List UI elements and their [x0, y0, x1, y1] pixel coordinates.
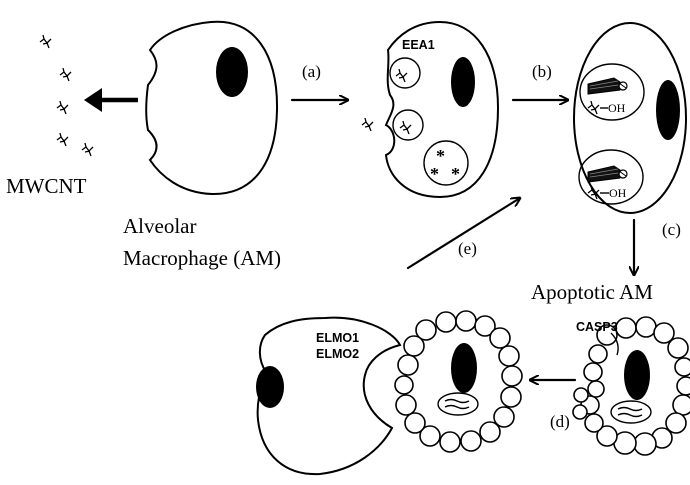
release-arrow	[84, 88, 138, 112]
nucleus	[216, 47, 248, 97]
step-c-label: (c)	[662, 220, 681, 239]
endocytosing-macrophage-cell: EEA1 * * *	[386, 22, 498, 197]
svg-text:*: *	[436, 146, 445, 166]
nanotube-fragment-icon	[362, 118, 373, 131]
nucleus	[451, 343, 477, 393]
nanotube-fragment-icon	[57, 101, 68, 114]
elmo2-label: ELMO2	[316, 347, 359, 361]
step-e-label: (e)	[458, 239, 477, 258]
step-b-label: (b)	[532, 62, 552, 81]
svg-text:*: *	[430, 164, 439, 184]
engulfing-macrophage-cell: ELMO1 ELMO2	[256, 318, 400, 475]
cnt-oxidizing-macrophage-cell: OH OH	[574, 23, 686, 213]
apoptotic-macrophage-cell: CASP3	[573, 317, 690, 455]
step-d-label: (d)	[550, 412, 570, 431]
nanotube-fragment-icon	[82, 143, 93, 156]
nanotube-fragment-icon	[60, 68, 71, 81]
nanotube-fragments	[40, 35, 93, 156]
nanotube-fragment-icon	[40, 35, 51, 48]
oh-label: OH	[608, 101, 626, 115]
mitochondrion	[438, 393, 478, 415]
alveolar-macrophage-label-line1: Alveolar	[123, 214, 196, 238]
nucleus	[451, 57, 475, 107]
svg-text:*: *	[451, 164, 460, 184]
apoptotic-am-label: Apoptotic AM	[531, 280, 653, 304]
mwcnt-label: MWCNT	[6, 174, 87, 198]
nucleus	[624, 350, 650, 400]
nucleus	[256, 366, 284, 408]
engulfed-apoptotic-cell	[395, 311, 522, 452]
nucleus	[656, 80, 680, 140]
casp3-label: CASP3	[576, 320, 618, 334]
alveolar-macrophage-label-line2: Macrophage (AM)	[123, 246, 281, 270]
oh-label: OH	[609, 186, 627, 200]
elmo1-label: ELMO1	[316, 331, 359, 345]
eea1-label: EEA1	[402, 38, 435, 52]
mitochondrion	[611, 401, 651, 423]
step-a-label: (a)	[302, 62, 321, 81]
alveolar-macrophage-cell	[146, 22, 277, 194]
nanotube-fragment-icon	[57, 133, 68, 146]
